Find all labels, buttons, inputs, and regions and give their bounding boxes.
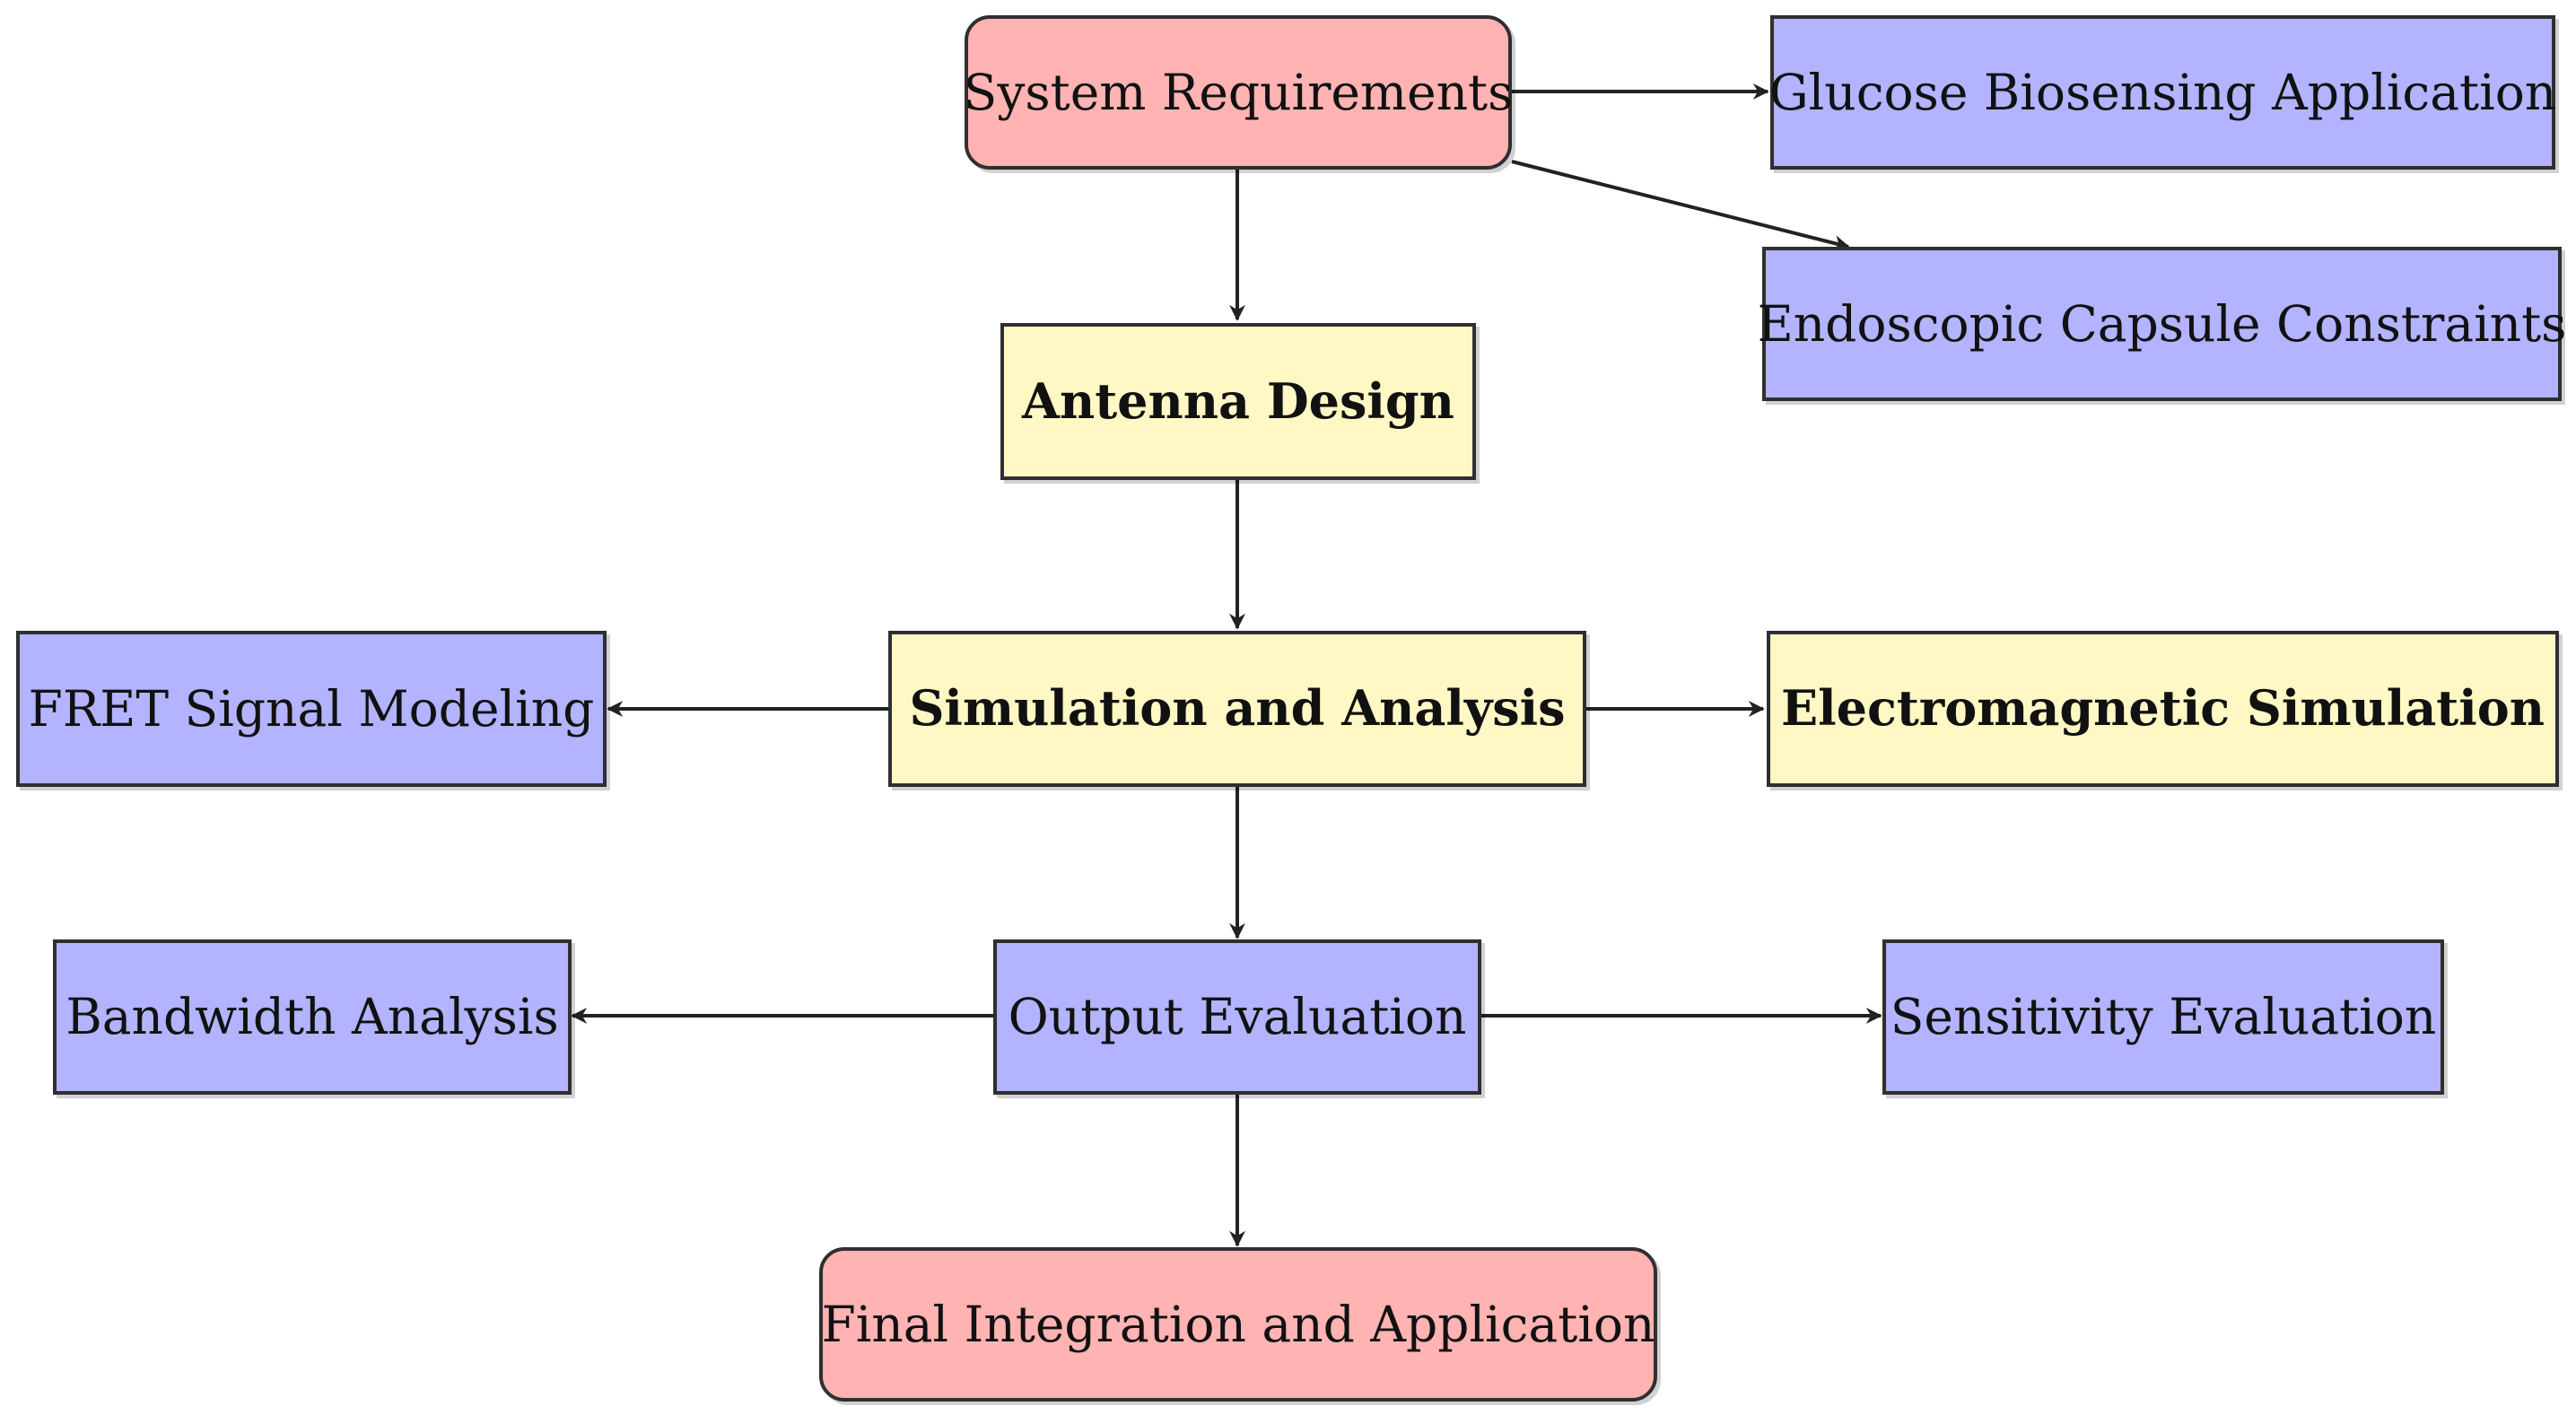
node-glucose-biosensing: Glucose Biosensing Application [1768, 15, 2557, 170]
node-antenna-design: Antenna Design [1000, 323, 1476, 480]
node-fret-modeling-label: FRET Signal Modeling [28, 679, 595, 738]
node-output-evaluation: Output Evaluation [993, 939, 1481, 1095]
node-system-requirements: System Requirements [963, 15, 1514, 170]
node-simulation-analysis: Simulation and Analysis [888, 631, 1586, 787]
node-antenna-design-label: Antenna Design [1022, 371, 1454, 430]
node-bandwidth-analysis: Bandwidth Analysis [53, 939, 572, 1095]
node-final-integration-label: Final Integration and Application [821, 1295, 1655, 1353]
node-endoscopic-capsule-label: Endoscopic Capsule Constraints [1757, 294, 2567, 353]
node-glucose-biosensing-label: Glucose Biosensing Application [1768, 63, 2557, 121]
node-system-requirements-label: System Requirements [963, 63, 1514, 121]
node-bandwidth-analysis-label: Bandwidth Analysis [65, 988, 559, 1046]
node-final-integration: Final Integration and Application [819, 1247, 1657, 1402]
node-simulation-analysis-label: Simulation and Analysis [909, 679, 1566, 738]
node-output-evaluation-label: Output Evaluation [1008, 988, 1467, 1046]
node-em-simulation: Electromagnetic Simulation [1767, 631, 2559, 787]
node-sensitivity-evaluation-label: Sensitivity Evaluation [1890, 988, 2437, 1046]
node-fret-modeling: FRET Signal Modeling [16, 631, 607, 787]
node-sensitivity-evaluation: Sensitivity Evaluation [1882, 939, 2444, 1095]
edge-requirements-to-capsule [1511, 160, 1850, 251]
node-em-simulation-label: Electromagnetic Simulation [1780, 679, 2545, 738]
node-endoscopic-capsule: Endoscopic Capsule Constraints [1758, 247, 2566, 401]
